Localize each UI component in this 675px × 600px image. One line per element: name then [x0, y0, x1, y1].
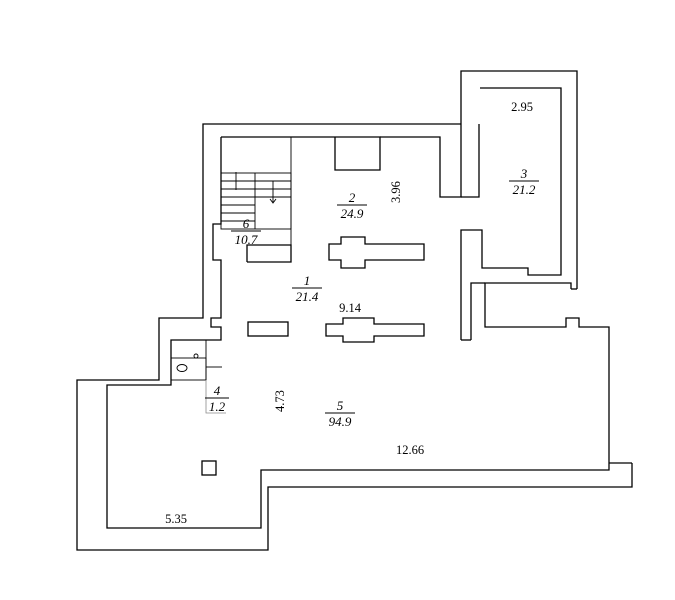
- dimension-main-length: 12.66: [396, 443, 424, 457]
- room-number: 5: [337, 398, 344, 413]
- room-6-label: 6 10.7: [231, 216, 261, 247]
- room-number: 2: [349, 190, 356, 205]
- room-area: 21.2: [513, 182, 536, 197]
- room-area: 10.7: [235, 232, 258, 247]
- dimension-room3-width: 2.95: [511, 100, 533, 114]
- dimension-room2-depth: 3.96: [389, 181, 403, 203]
- room-area: 94.9: [329, 414, 352, 429]
- inner-wall: [106, 87, 610, 529]
- room-number: 3: [520, 166, 528, 181]
- room-area: 21.4: [296, 289, 319, 304]
- dimension-hall-width: 4.73: [273, 390, 287, 412]
- stair: [220, 137, 292, 263]
- dimension-hall-length: 9.14: [339, 301, 362, 315]
- room-area: 24.9: [341, 206, 364, 221]
- wc: [170, 340, 226, 414]
- room-number: 6: [243, 216, 250, 231]
- room-number: 4: [214, 383, 221, 398]
- room-1-label: 1 21.4: [292, 273, 322, 304]
- outer-wall: [76, 70, 633, 551]
- room-2-label: 2 24.9: [337, 190, 367, 221]
- dimension-bottom-length: 5.35: [165, 512, 187, 526]
- room-5-label: 5 94.9: [325, 398, 355, 429]
- room-number: 1: [304, 273, 311, 288]
- room-3-label: 3 21.2: [509, 166, 539, 197]
- columns: [201, 236, 425, 476]
- room-4-label: 4 1.2: [205, 383, 229, 414]
- room-area: 1.2: [209, 399, 226, 414]
